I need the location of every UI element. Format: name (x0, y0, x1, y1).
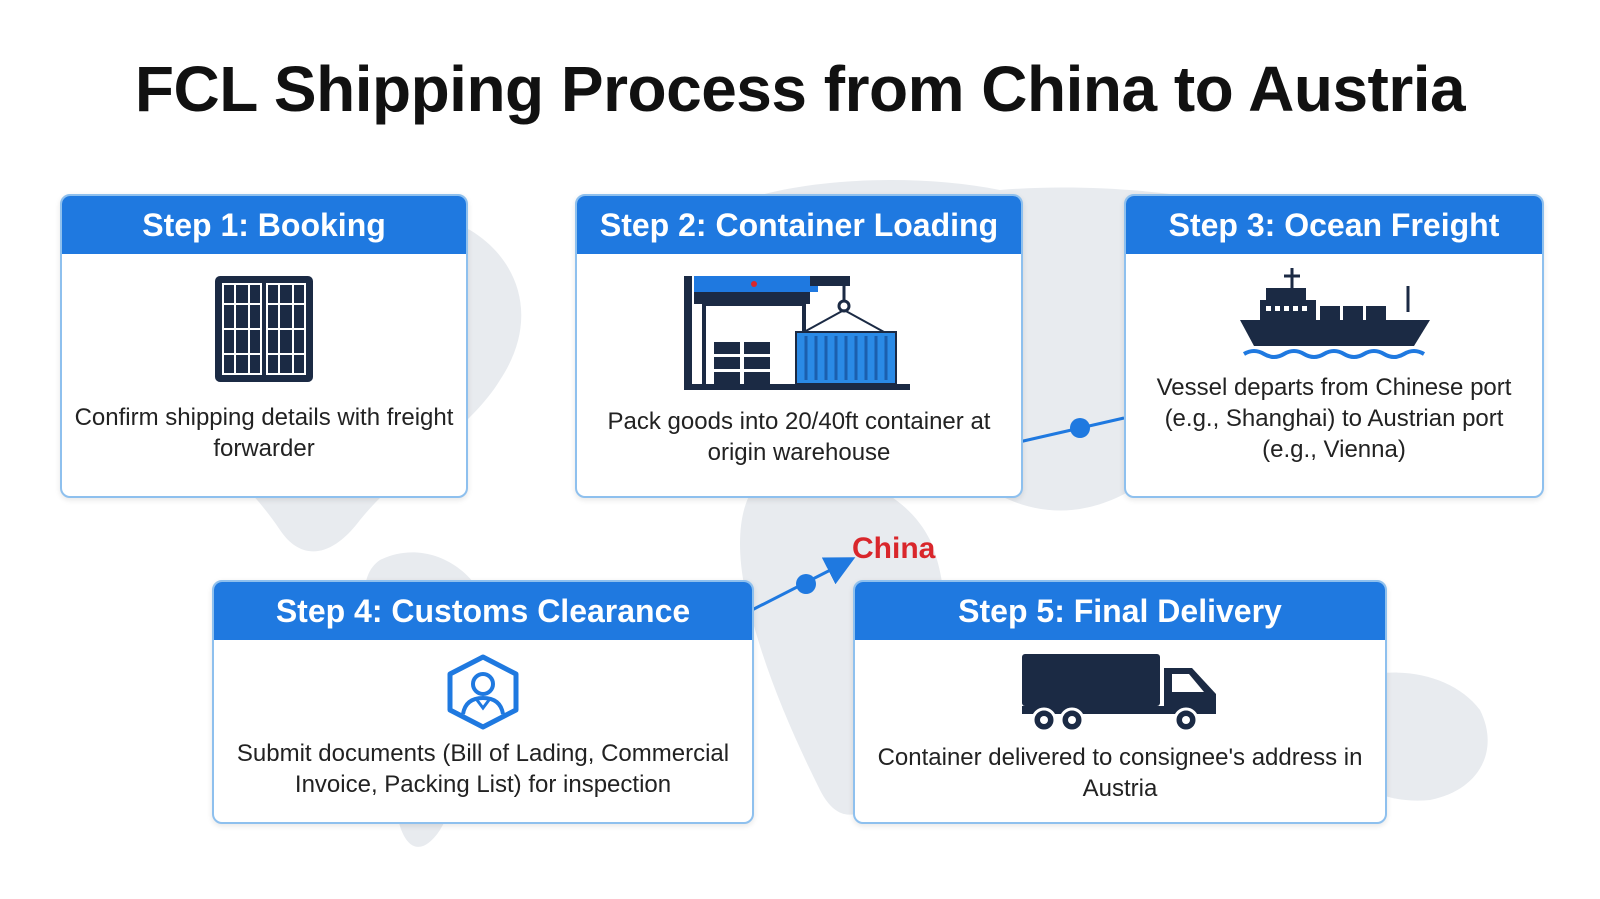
step-description: Confirm shipping details with freight fo… (74, 404, 454, 462)
page-title: FCL Shipping Process from China to Austr… (134, 53, 1466, 125)
step-title: Step 1: Booking (62, 196, 466, 254)
route-dot-lower (796, 574, 816, 594)
step-card-customs-clearance: Step 4: Customs Clearance Submit documen… (212, 580, 754, 824)
cargo-ship-icon (1240, 268, 1430, 359)
china-map-label: China (852, 532, 936, 565)
delivery-truck-icon (1022, 654, 1216, 733)
warehouse-crane-icon (684, 276, 910, 390)
customs-officer-icon (447, 654, 519, 730)
step-description: Container delivered to consignee's addre… (877, 744, 1363, 802)
step-card-booking: Step 1: Booking Confirm shipping details… (60, 194, 468, 498)
step-card-container-loading: Step 2: Container Loading (575, 194, 1023, 498)
step-description: Pack goods into 20/40ft container at ori… (607, 408, 991, 466)
route-dot-upper (1070, 418, 1090, 438)
step-description: Submit documents (Bill of Lading, Commer… (236, 740, 730, 798)
step-title: Step 5: Final Delivery (855, 582, 1385, 640)
shipping-container-icon (215, 276, 313, 382)
step-description: Vessel departs from Chinese port (e.g., … (1156, 374, 1512, 463)
step-title: Step 4: Customs Clearance (214, 582, 752, 640)
step-card-ocean-freight: Step 3: Ocean Freight Vessel departs fro… (1124, 194, 1544, 498)
step-card-final-delivery: Step 5: Final Delivery Container deliver… (853, 580, 1387, 824)
step-title: Step 2: Container Loading (577, 196, 1021, 254)
step-title: Step 3: Ocean Freight (1126, 196, 1542, 254)
